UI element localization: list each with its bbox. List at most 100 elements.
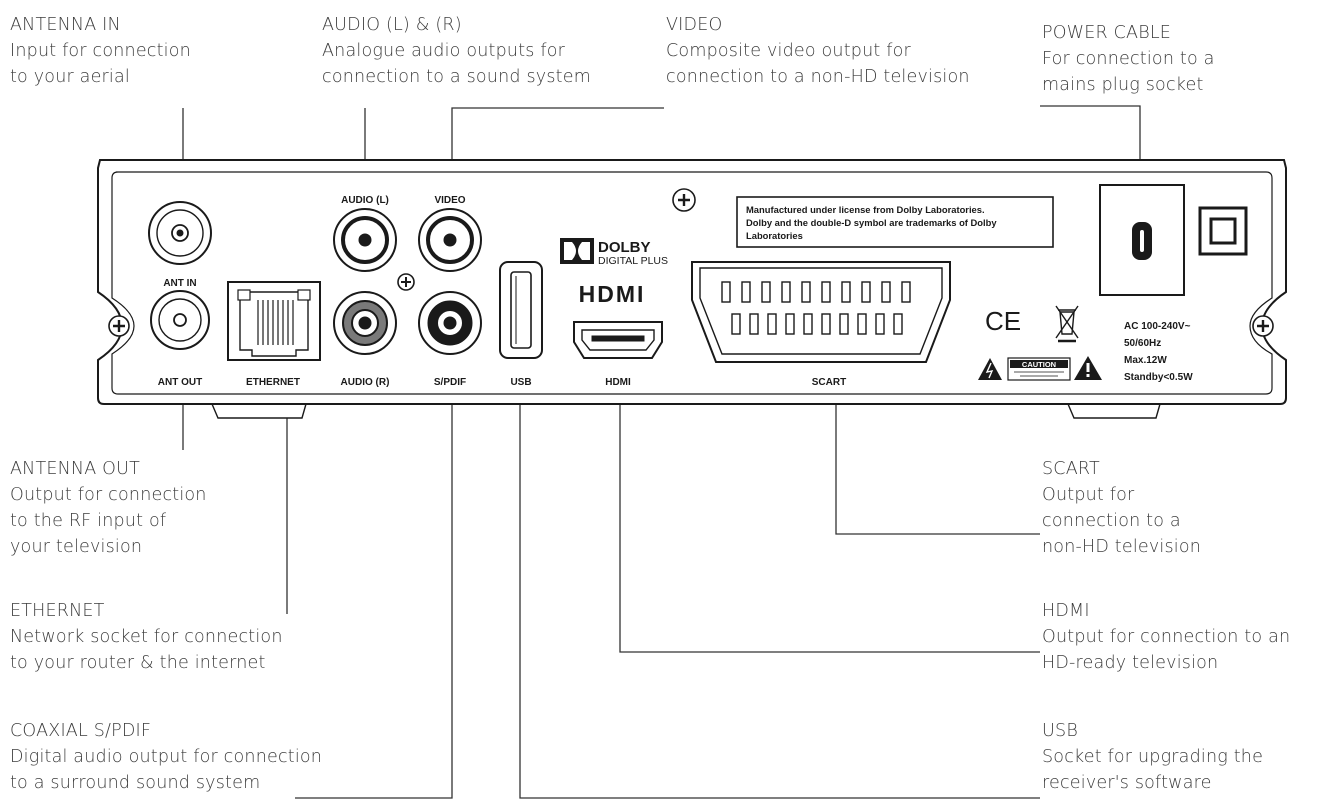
callout-line: your television: [10, 537, 143, 557]
port-label-scart: SCART: [812, 377, 846, 388]
callout-heading: COAXIAL S/PDIF: [10, 721, 152, 741]
scart-pin: [721, 281, 731, 303]
callout-antenna-in: ANTENNA IN Input for connection to your …: [10, 12, 191, 90]
power-spec-line: Max.12W: [1124, 355, 1167, 366]
ce-mark: CE: [985, 306, 1021, 336]
scart-pin: [901, 281, 911, 303]
scart-pin: [881, 281, 891, 303]
leader-lines: [182, 105, 1141, 799]
scart-pin: [785, 313, 795, 335]
callout-audio-lr: AUDIO (L) & (R) Analogue audio outputs f…: [322, 12, 591, 90]
callout-line: HD-ready television: [1042, 653, 1219, 673]
port-label-ant-in: ANT IN: [163, 278, 196, 289]
scart-pin: [781, 281, 791, 303]
port-label-audio-r: AUDIO (R): [341, 377, 390, 388]
callout-line: connection to a sound system: [322, 67, 591, 87]
port-label-audio-l: AUDIO (L): [341, 195, 389, 206]
port-label-ethernet: ETHERNET: [246, 377, 300, 388]
callout-line: Output for: [1042, 485, 1135, 505]
callout-hdmi: HDMI Output for connection to an HD-read…: [1042, 598, 1290, 676]
scart-pin: [821, 281, 831, 303]
callout-heading: ANTENNA OUT: [10, 459, 140, 479]
power-spec-line: 50/60Hz: [1124, 338, 1161, 349]
scart-pin: [767, 313, 777, 335]
callout-line: to the RF input of: [10, 511, 167, 531]
callout-video: VIDEO Composite video output for connect…: [666, 12, 970, 90]
audio-left-port: [333, 208, 397, 272]
scart-pin: [731, 313, 741, 335]
scart-pin: [875, 313, 885, 335]
callout-line: Composite video output for: [666, 41, 911, 61]
scart-pin: [741, 281, 751, 303]
callout-heading: AUDIO (L) & (R): [322, 15, 462, 35]
port-label-hdmi: HDMI: [605, 377, 631, 388]
callout-coaxial-spdif: COAXIAL S/PDIF Digital audio output for …: [10, 718, 322, 796]
callout-line: Input for connection: [10, 41, 191, 61]
scart-pins-bottom: [731, 313, 903, 335]
callout-line: connection to a non-HD television: [666, 67, 970, 87]
power-spec-line: AC 100-240V~: [1124, 321, 1191, 332]
callout-line: Analogue audio outputs for: [322, 41, 565, 61]
dolby-logo-sub: DIGITAL PLUS: [598, 255, 668, 267]
callout-line: Digital audio output for connection: [10, 747, 323, 767]
callout-line: to your router & the internet: [10, 653, 266, 673]
callout-heading: SCART: [1042, 459, 1100, 479]
callout-line: to your aerial: [10, 67, 130, 87]
callout-heading: VIDEO: [666, 15, 723, 35]
scart-pin: [841, 281, 851, 303]
scart-pin: [893, 313, 903, 335]
callout-line: non-HD television: [1042, 537, 1202, 557]
callout-heading: USB: [1042, 721, 1078, 741]
dolby-notice-line: Dolby and the double-D symbol are tradem…: [746, 217, 997, 228]
dolby-logo: DOLBY DIGITAL PLUS: [560, 238, 668, 267]
dolby-logo-main: DOLBY: [598, 239, 651, 256]
caution-text: CAUTION: [1022, 360, 1056, 369]
callout-usb: USB Socket for upgrading the receiver's …: [1042, 718, 1263, 796]
callout-line: mains plug socket: [1042, 75, 1204, 95]
antenna-out-port: [150, 290, 210, 350]
caution-label: CAUTION: [978, 356, 1102, 381]
scart-pin: [801, 281, 811, 303]
callout-heading: HDMI: [1042, 601, 1090, 621]
callout-line: Output for connection to an: [1042, 627, 1291, 647]
power-inlet: [1099, 184, 1185, 296]
callout-line: receiver's software: [1042, 773, 1212, 793]
power-spec-line: Standby<0.5W: [1124, 372, 1193, 383]
port-label-video: VIDEO: [434, 195, 465, 206]
port-label-usb: USB: [510, 377, 531, 388]
dolby-notice-line: Manufactured under license from Dolby La…: [746, 204, 985, 215]
dolby-notice-line: Laboratories: [746, 230, 803, 241]
port-label-ant-out: ANT OUT: [158, 377, 202, 388]
dolby-notice-label: [736, 196, 1054, 248]
callout-power-cable: POWER CABLE For connection to a mains pl…: [1042, 20, 1215, 98]
callout-line: Socket for upgrading the: [1042, 747, 1264, 767]
callout-antenna-out: ANTENNA OUT Output for connection to the…: [10, 456, 207, 560]
callout-line: connection to a: [1042, 511, 1181, 531]
callout-ethernet: ETHERNET Network socket for connection t…: [10, 598, 283, 676]
hdmi-logo: HDMI: [579, 281, 646, 307]
callout-line: Output for connection: [10, 485, 207, 505]
ethernet-port: [227, 281, 321, 361]
chassis-screws: [108, 188, 1274, 337]
device-feet: [211, 403, 1161, 419]
double-insulation-icon: [1198, 206, 1248, 256]
video-port: [418, 208, 482, 272]
usb-port: [499, 261, 543, 359]
scart-pin: [857, 313, 867, 335]
scart-pin: [803, 313, 813, 335]
callout-line: For connection to a: [1042, 49, 1215, 69]
callout-line: to a surround sound system: [10, 773, 261, 793]
callout-heading: POWER CABLE: [1042, 23, 1172, 43]
callout-scart: SCART Output for connection to a non-HD …: [1042, 456, 1201, 560]
scart-pins-top: [721, 281, 911, 303]
scart-pin: [749, 313, 759, 335]
callout-heading: ANTENNA IN: [10, 15, 121, 35]
antenna-in-port: [148, 201, 212, 265]
scart-pin: [761, 281, 771, 303]
scart-pin: [821, 313, 831, 335]
spdif-port: [418, 291, 482, 355]
audio-right-port: [333, 291, 397, 355]
weee-bin-icon: [1055, 305, 1079, 343]
callout-heading: ETHERNET: [10, 601, 105, 621]
